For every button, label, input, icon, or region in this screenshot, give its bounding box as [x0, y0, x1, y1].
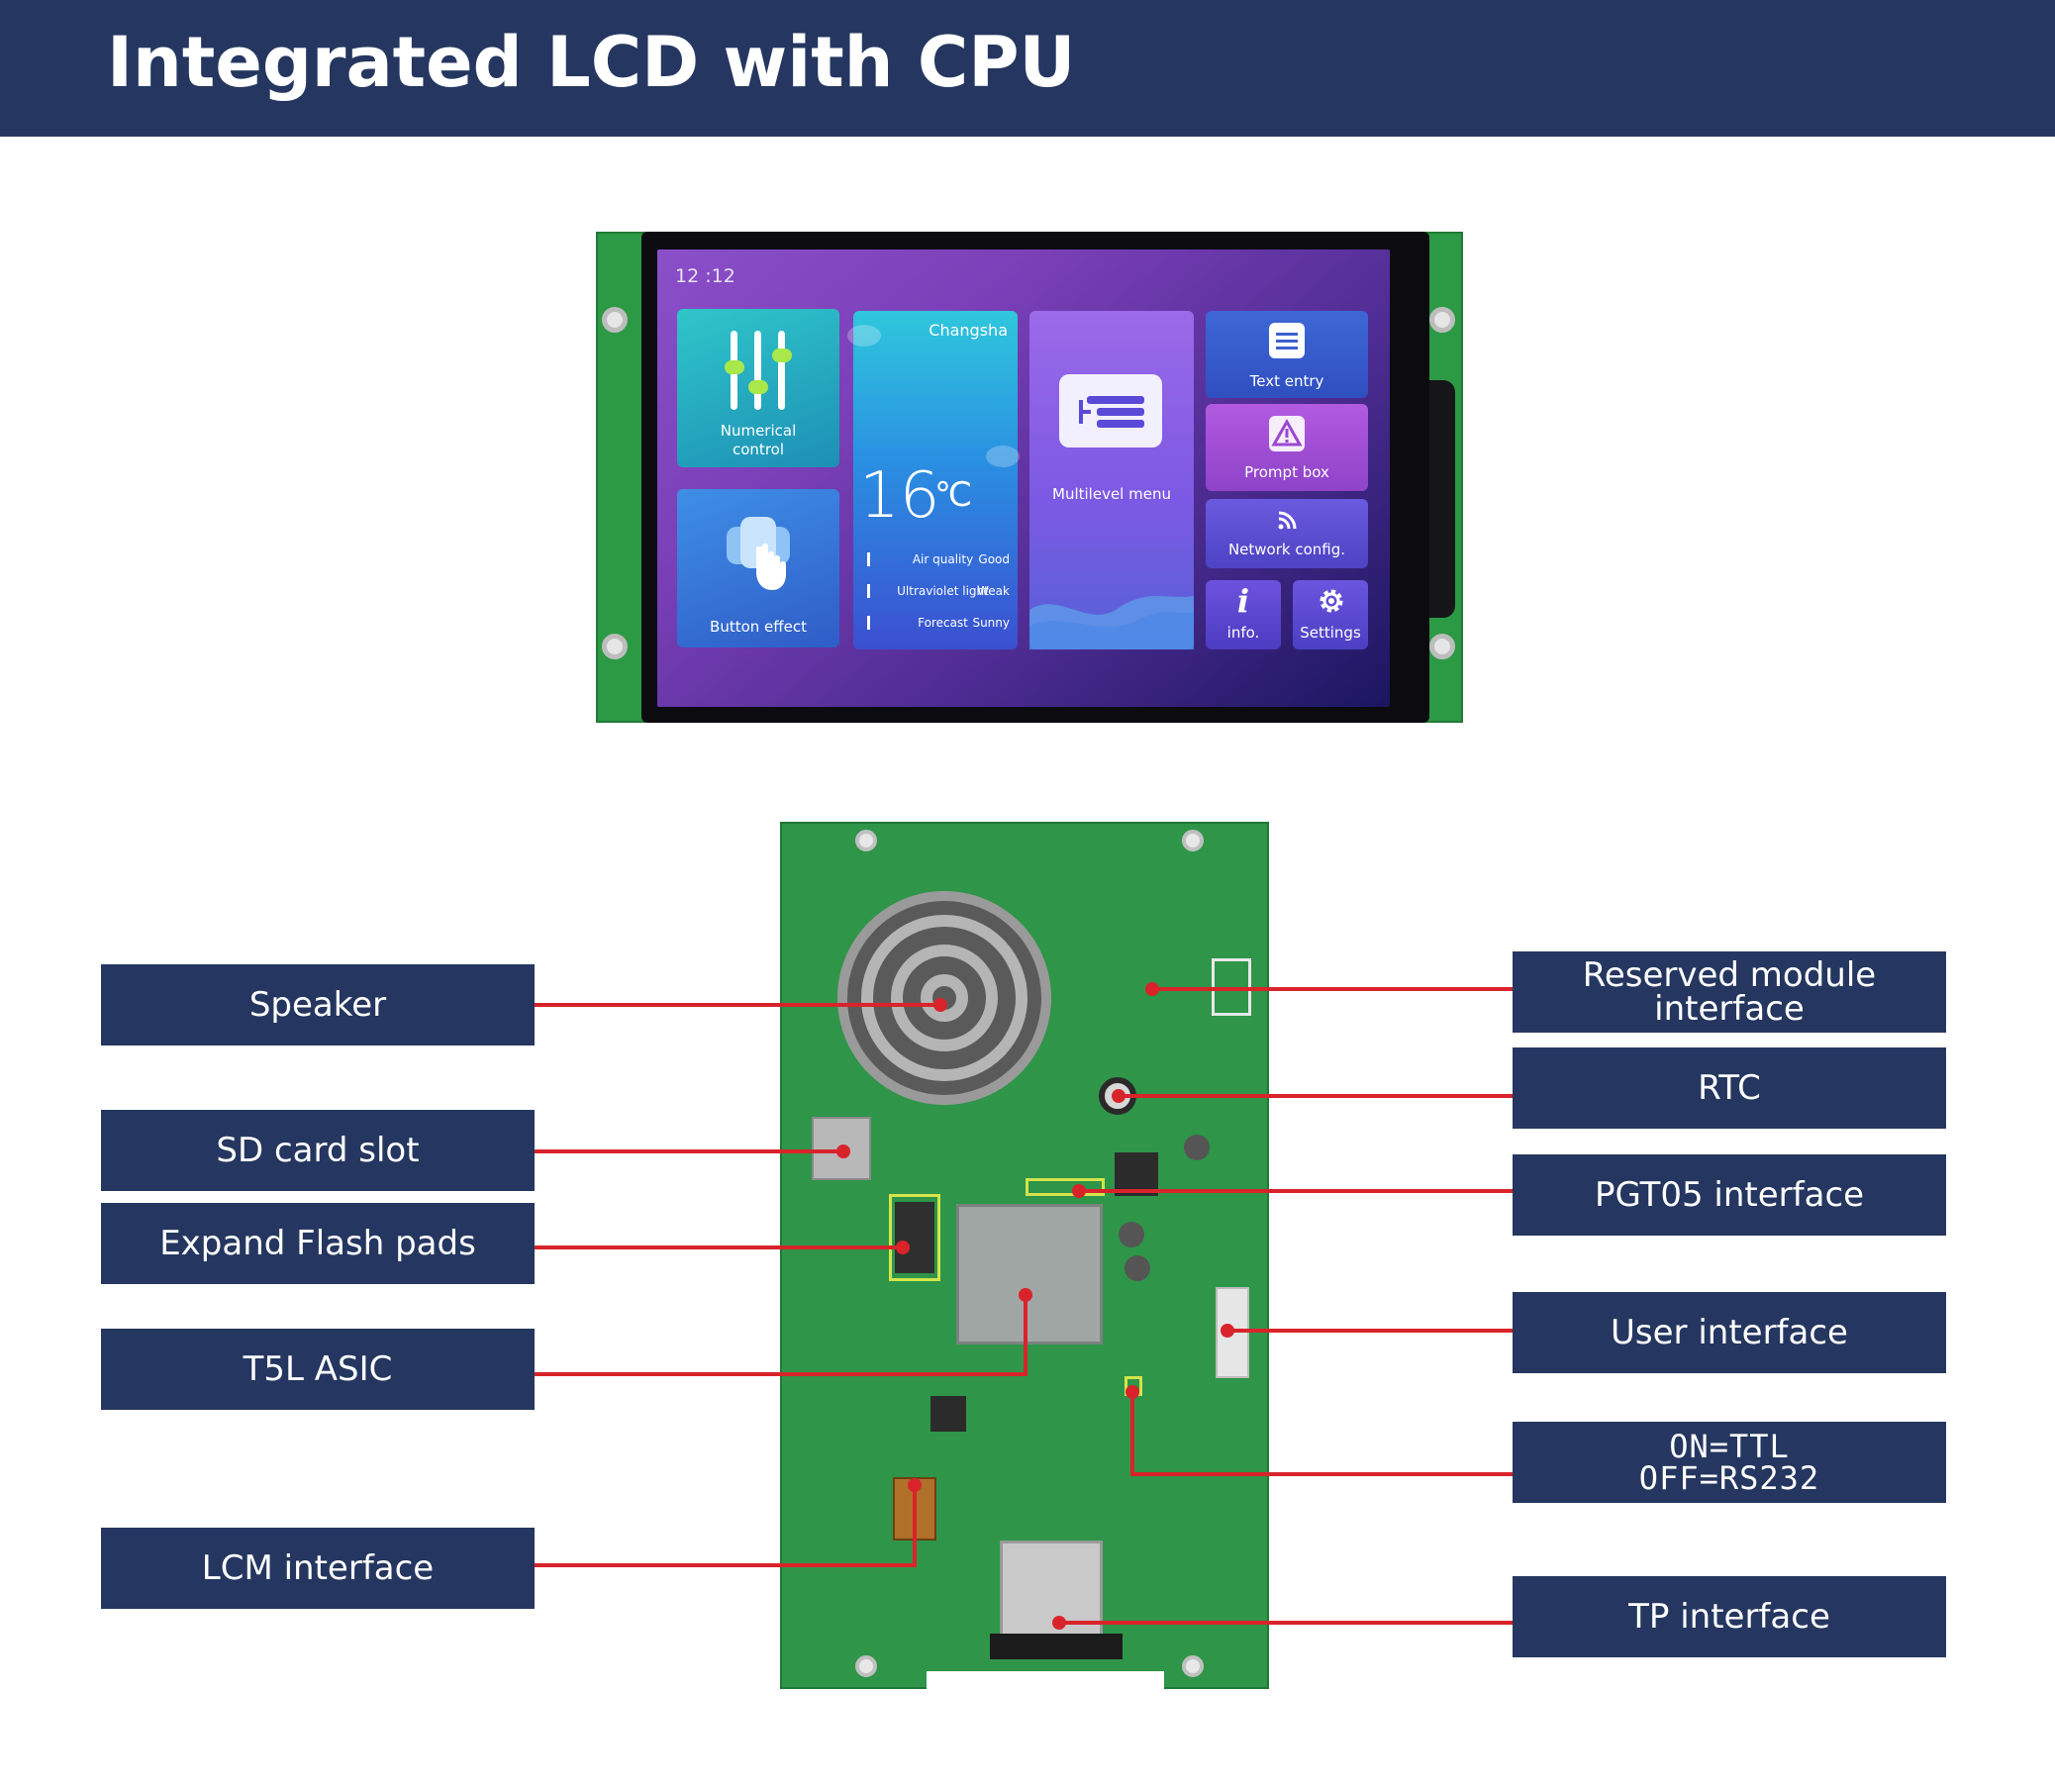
document-icon — [1269, 323, 1305, 358]
tile-label: Multilevel menu — [1052, 485, 1171, 503]
sd-card-slot — [812, 1117, 871, 1180]
label-lcm-interface: LCM interface — [101, 1528, 535, 1609]
cloud-icon — [847, 325, 881, 347]
label-tp-interface: TP interface — [1513, 1576, 1946, 1657]
clock-readout: 12 :12 — [675, 265, 735, 287]
mount-hole — [855, 1655, 877, 1677]
label-switch-off: OFF=RS232 — [1638, 1459, 1820, 1497]
mount-hole — [1429, 307, 1455, 333]
tile-numerical-control[interactable]: Numerical control — [677, 309, 839, 467]
weather-temperature: 16 — [859, 459, 940, 533]
tile-label: Numerical control — [720, 422, 797, 458]
tile-multilevel-menu[interactable]: Multilevel menu — [1029, 311, 1194, 649]
speaker-component — [837, 891, 1051, 1105]
label-sd-card-slot: SD card slot — [101, 1110, 535, 1191]
menu-list-icon — [1059, 374, 1162, 448]
gear-icon — [1320, 589, 1343, 613]
t5l-asic-shield — [956, 1204, 1103, 1344]
ic-chip — [930, 1396, 966, 1432]
tile-label: Text entry — [1249, 372, 1324, 390]
page-title: Integrated LCD with CPU — [107, 22, 1076, 103]
label-speaker: Speaker — [101, 964, 535, 1045]
tp-connector-base — [990, 1634, 1123, 1659]
tile-network-config[interactable]: Network config. — [1206, 499, 1368, 568]
tile-label: Settings — [1300, 624, 1361, 642]
label-pgt05-interface: PGT05 interface — [1513, 1154, 1946, 1236]
wifi-icon — [1278, 511, 1297, 530]
tile-button-effect[interactable]: Button effect — [677, 489, 839, 647]
pgt05-connector-outline — [1026, 1178, 1105, 1196]
lcd-screen: 12 :12 Numerical control Button effect C… — [657, 249, 1390, 707]
flash-pads-outline — [889, 1194, 940, 1281]
rtc-battery — [1099, 1077, 1136, 1115]
info-icon: i — [1236, 582, 1250, 620]
ic-chip — [1115, 1152, 1158, 1196]
mount-hole — [602, 307, 628, 333]
flash-chip — [895, 1202, 934, 1273]
mount-hole — [855, 830, 877, 851]
label-user-interface: User interface — [1513, 1292, 1946, 1373]
tile-prompt-box[interactable]: Prompt box — [1206, 404, 1368, 491]
mount-hole — [1182, 830, 1204, 851]
tile-text-entry[interactable]: Text entry — [1206, 311, 1368, 398]
mount-hole — [1429, 634, 1455, 659]
weather-city: Changsha — [929, 321, 1008, 340]
cloud-icon — [986, 446, 1020, 467]
ttl-rs232-jumper — [1125, 1376, 1142, 1396]
tile-label: Network config. — [1227, 541, 1346, 558]
label-expand-flash-pads: Expand Flash pads — [101, 1203, 535, 1284]
label-rtc: RTC — [1513, 1047, 1946, 1129]
pcb-notch — [927, 1671, 1164, 1691]
label-t5l-asic: T5L ASIC — [101, 1329, 535, 1410]
tile-settings[interactable]: Settings — [1293, 580, 1368, 649]
mount-hole — [1182, 1655, 1204, 1677]
header-bar: Integrated LCD with CPU — [0, 0, 2055, 137]
hand-pointer-icon — [727, 517, 790, 590]
tile-info[interactable]: i info. — [1206, 580, 1281, 649]
capacitor — [1184, 1135, 1210, 1160]
capacitor — [1119, 1222, 1144, 1247]
label-ttl-rs232-switch: ON=TTL OFF=RS232 — [1513, 1422, 1946, 1503]
tile-label: info. — [1226, 624, 1260, 642]
lcm-connector — [893, 1477, 936, 1541]
wave-decoration — [1029, 596, 1194, 649]
mount-hole — [602, 634, 628, 659]
label-reserved-module-interface: Reserved module interface — [1513, 951, 1946, 1033]
capacitor — [1125, 1255, 1150, 1281]
sliders-icon — [725, 331, 792, 410]
warning-icon — [1269, 416, 1305, 451]
reserved-module-connector — [1212, 958, 1251, 1016]
label-switch-on: ON=TTL — [1669, 1428, 1790, 1465]
tile-label: Prompt box — [1244, 463, 1329, 481]
user-interface-connector — [1216, 1287, 1249, 1378]
weather-unit: ℃ — [934, 475, 973, 515]
side-connector — [1429, 380, 1455, 618]
tile-label: Button effect — [710, 618, 807, 636]
tp-connector — [1000, 1541, 1103, 1640]
